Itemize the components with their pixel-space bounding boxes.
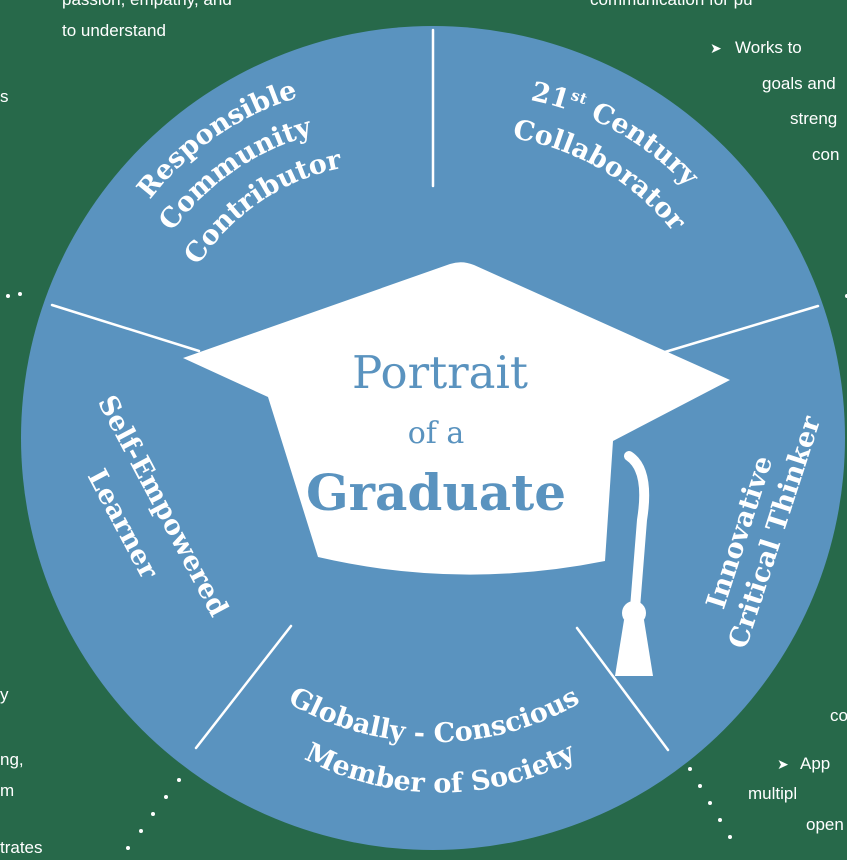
left-text-line-4: s	[0, 87, 9, 106]
left-text-line-1: passion, empathy, and	[62, 0, 232, 12]
right-bullet-2-line-2: multipl	[748, 784, 798, 803]
right-bullet-2-line-1: App	[800, 754, 831, 773]
right-bullet-1-line-2: goals and	[762, 74, 836, 93]
title-line-graduate: Graduate	[306, 463, 566, 522]
wheel-dividers	[50, 28, 820, 752]
right-bullet-2-line-3: open	[806, 815, 844, 834]
graduation-cap	[183, 262, 730, 676]
right-bullet-1-line-4: con	[812, 145, 840, 164]
divider-bottom-right	[575, 626, 670, 752]
dot	[688, 767, 692, 771]
dot	[177, 778, 181, 782]
cap-tassel-knot	[622, 601, 646, 625]
dot	[718, 818, 722, 822]
dot	[698, 784, 702, 788]
cap-board	[183, 262, 730, 575]
center-title: Portrait of a Graduate	[306, 346, 566, 522]
dot	[126, 846, 130, 850]
title-line-of-a: of a	[408, 416, 465, 451]
cap-tassel-cord	[624, 451, 650, 613]
right-text-co: co	[830, 706, 847, 725]
right-bullet-1-glyph: ➤	[710, 40, 722, 56]
left-text-line-m: m	[0, 781, 15, 800]
divider-right	[663, 304, 820, 354]
right-top-text: communication for pu	[590, 0, 753, 12]
dot	[164, 795, 168, 799]
dot	[18, 292, 22, 296]
divider-left	[50, 303, 201, 353]
title-line-portrait: Portrait	[352, 346, 528, 399]
left-text-line-y: y	[0, 685, 9, 704]
divider-bottom-left	[194, 624, 293, 750]
dot	[139, 829, 143, 833]
right-bullet-1-line-3: streng	[790, 109, 838, 128]
right-bullet-2-glyph: ➤	[777, 756, 789, 772]
cap-tassel-fringe	[615, 620, 653, 676]
dot	[728, 835, 732, 839]
right-bullet-1-line-1: Works to	[735, 38, 802, 57]
left-text-line-ng: ng,	[0, 750, 24, 769]
dot	[151, 812, 155, 816]
dot	[708, 801, 712, 805]
dot	[6, 294, 10, 298]
left-text-line-2: to understand	[62, 21, 166, 40]
